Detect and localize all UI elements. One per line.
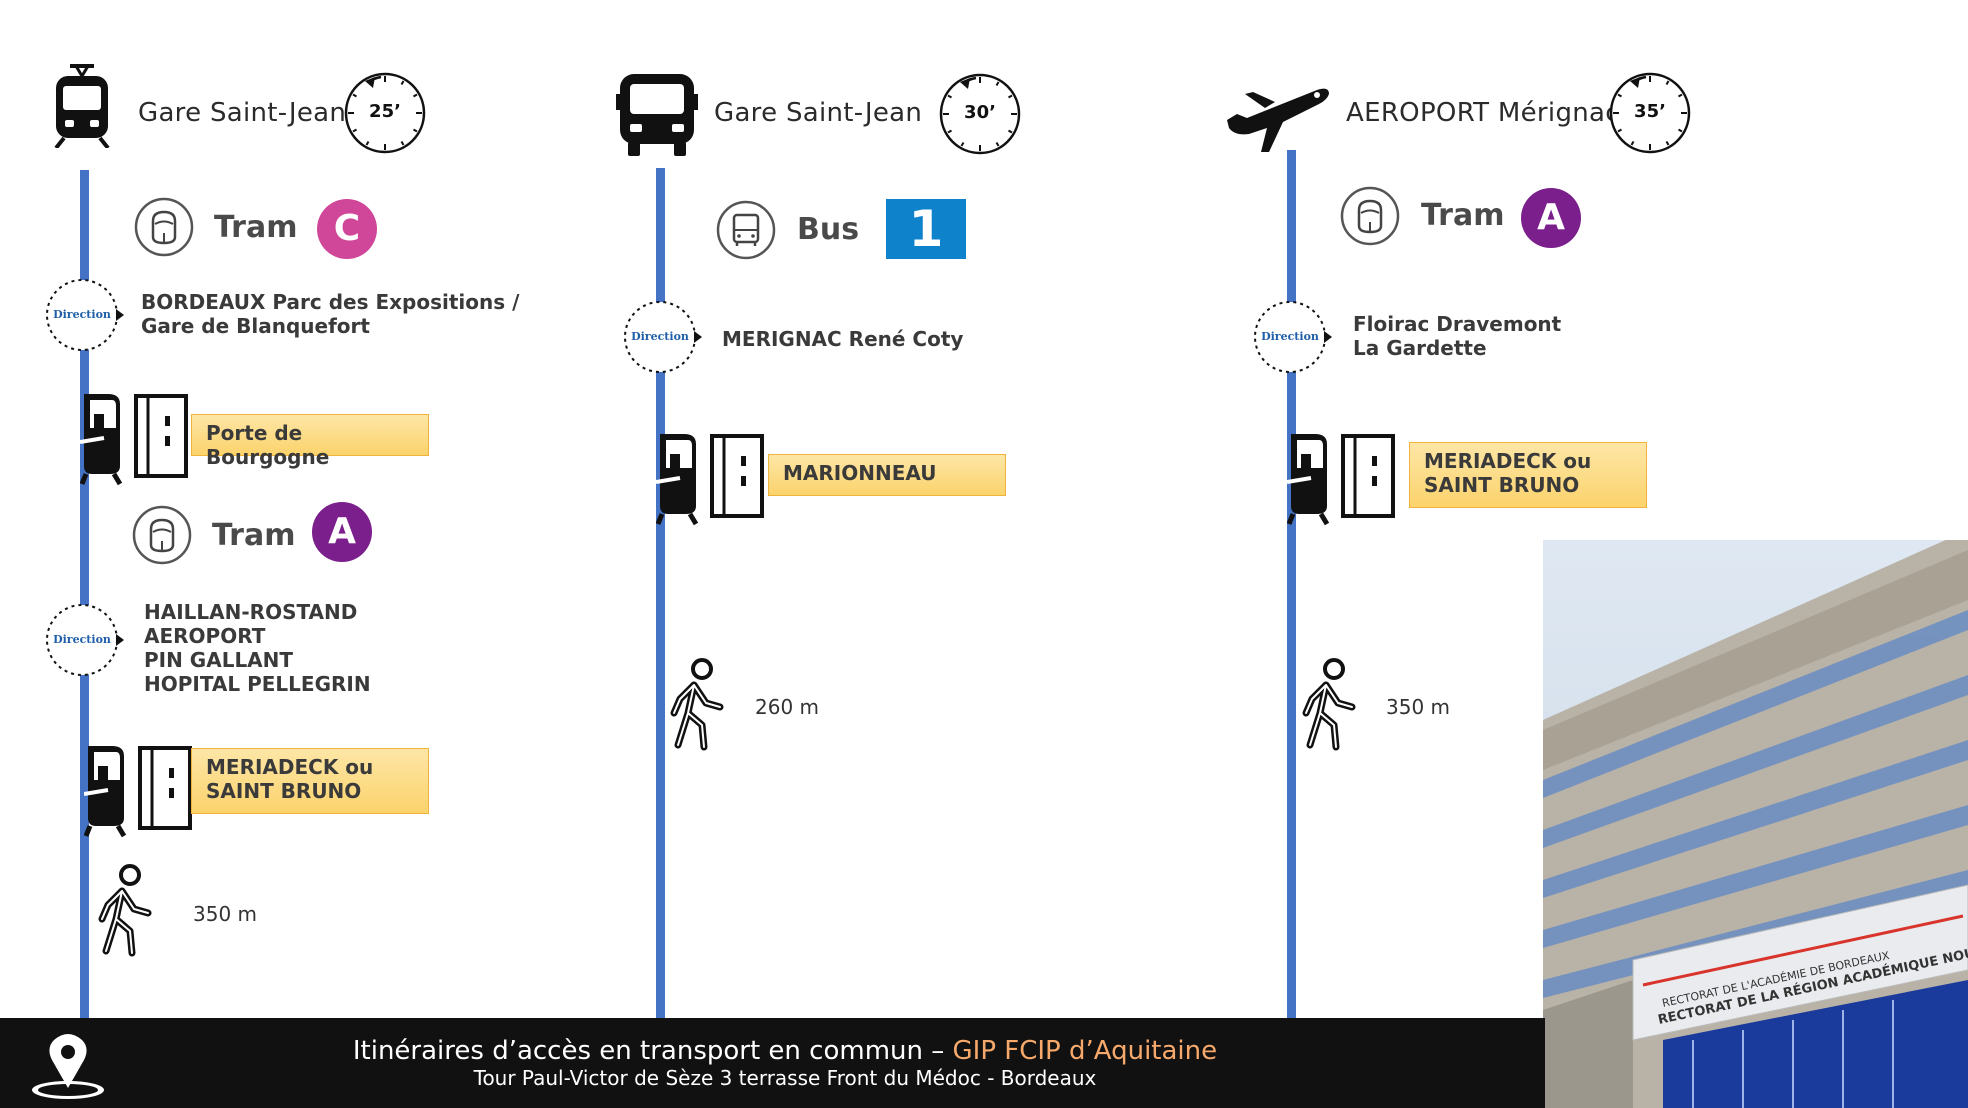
direction-text: MERIGNAC René Coty bbox=[722, 327, 963, 351]
train-icon bbox=[54, 64, 110, 148]
bus-stop-icon bbox=[656, 430, 766, 526]
pedestrian-icon bbox=[92, 863, 158, 959]
tram-icon bbox=[134, 197, 194, 257]
mode-label: Tram bbox=[214, 210, 298, 245]
direction-line: MERIGNAC René Coty bbox=[722, 327, 964, 351]
stop-name-box: MARIONNEAU bbox=[768, 454, 1006, 496]
stop-name: MARIONNEAU bbox=[783, 461, 937, 485]
direction-text: Floirac Dravemont La Gardette bbox=[1353, 312, 1561, 360]
direction-badge: Direction bbox=[1252, 297, 1332, 377]
tram-icon bbox=[1340, 186, 1400, 246]
mode-label: Tram bbox=[1421, 198, 1505, 233]
footer-title: Itinéraires d’accès en transport en comm… bbox=[0, 1036, 1570, 1066]
line-badge-a: A bbox=[1521, 188, 1581, 248]
building-illustration: RECTORAT DE L'ACADÉMIE DE BORDEAUX RECTO… bbox=[1543, 540, 1968, 1108]
direction-line: Floirac Dravemont bbox=[1353, 312, 1562, 336]
direction-line: BORDEAUX Parc des Expositions / bbox=[141, 290, 520, 314]
stop-name: Porte de Bourgogne bbox=[206, 421, 330, 469]
origin-name: Gare Saint-Jean bbox=[714, 98, 923, 128]
stop-name: MERIADECK ou bbox=[206, 755, 374, 779]
direction-line: PIN GALLANT bbox=[144, 648, 294, 672]
duration-label: 30’ bbox=[964, 102, 996, 123]
direction-line: HAILLAN-ROSTAND bbox=[144, 600, 358, 624]
footer-title-prefix: Itinéraires d’accès en transport en comm… bbox=[352, 1036, 953, 1066]
duration-clock: 25’ bbox=[343, 71, 427, 155]
duration-clock: 35’ bbox=[1608, 71, 1692, 155]
stop-name-box: Porte de Bourgogne bbox=[191, 414, 429, 469]
direction-badge-label: Direction bbox=[631, 330, 689, 343]
direction-text: HAILLAN-ROSTAND AEROPORT PIN GALLANT HOP… bbox=[144, 600, 371, 696]
route-line bbox=[80, 170, 89, 1018]
airplane-icon bbox=[1227, 88, 1329, 152]
location-pin-icon bbox=[32, 1034, 104, 1099]
duration-label: 25’ bbox=[369, 101, 401, 122]
direction-badge: Direction bbox=[44, 600, 124, 680]
walk-distance: 350 m bbox=[193, 902, 258, 926]
stop-name-box: MERIADECK ou SAINT BRUNO bbox=[191, 748, 429, 814]
building-photo: RECTORAT DE L'ACADÉMIE DE BORDEAUX RECTO… bbox=[1543, 540, 1968, 1108]
tram-stop-icon bbox=[80, 390, 190, 486]
direction-badge-label: Direction bbox=[1261, 330, 1319, 343]
stop-name: SAINT BRUNO bbox=[1424, 473, 1580, 497]
direction-badge-label: Direction bbox=[53, 633, 111, 646]
pedestrian-icon bbox=[664, 657, 730, 753]
walk-distance: 260 m bbox=[755, 695, 820, 719]
line-badge-1: 1 bbox=[886, 199, 966, 259]
tram-icon bbox=[132, 505, 192, 565]
duration-label: 35’ bbox=[1634, 101, 1666, 122]
direction-text: BORDEAUX Parc des Expositions / Gare de … bbox=[141, 290, 519, 338]
direction-line: AEROPORT bbox=[144, 624, 266, 648]
pedestrian-icon bbox=[1296, 657, 1362, 753]
footer-bar bbox=[0, 1018, 1545, 1108]
direction-line: Gare de Blanquefort bbox=[141, 314, 370, 338]
tram-stop-icon bbox=[1287, 430, 1397, 526]
footer-title-highlight: GIP FCIP d’Aquitaine bbox=[952, 1036, 1218, 1066]
tram-stop-icon bbox=[84, 742, 194, 838]
footer-address: Tour Paul-Victor de Sèze 3 terrasse Fron… bbox=[473, 1066, 1097, 1090]
direction-badge: Direction bbox=[622, 297, 702, 377]
bus-icon bbox=[616, 74, 698, 156]
stop-name: MERIADECK ou bbox=[1424, 449, 1592, 473]
stop-name: SAINT BRUNO bbox=[206, 779, 362, 803]
walk-distance: 350 m bbox=[1386, 695, 1451, 719]
mode-label: Bus bbox=[797, 212, 860, 247]
route-line bbox=[1287, 150, 1296, 1018]
route-line bbox=[656, 168, 665, 1018]
direction-line: HOPITAL PELLEGRIN bbox=[144, 672, 371, 696]
origin-name: Gare Saint-Jean bbox=[138, 98, 347, 128]
direction-badge-label: Direction bbox=[53, 308, 111, 321]
stop-name-box: MERIADECK ou SAINT BRUNO bbox=[1409, 442, 1647, 508]
direction-line: La Gardette bbox=[1353, 336, 1487, 360]
line-badge-c: C bbox=[317, 199, 377, 259]
origin-name: AEROPORT Mérignac bbox=[1346, 98, 1620, 128]
bus-icon bbox=[716, 200, 776, 260]
direction-badge: Direction bbox=[44, 275, 124, 355]
mode-label: Tram bbox=[212, 518, 296, 553]
line-badge-a: A bbox=[312, 502, 372, 562]
duration-clock: 30’ bbox=[938, 72, 1022, 156]
